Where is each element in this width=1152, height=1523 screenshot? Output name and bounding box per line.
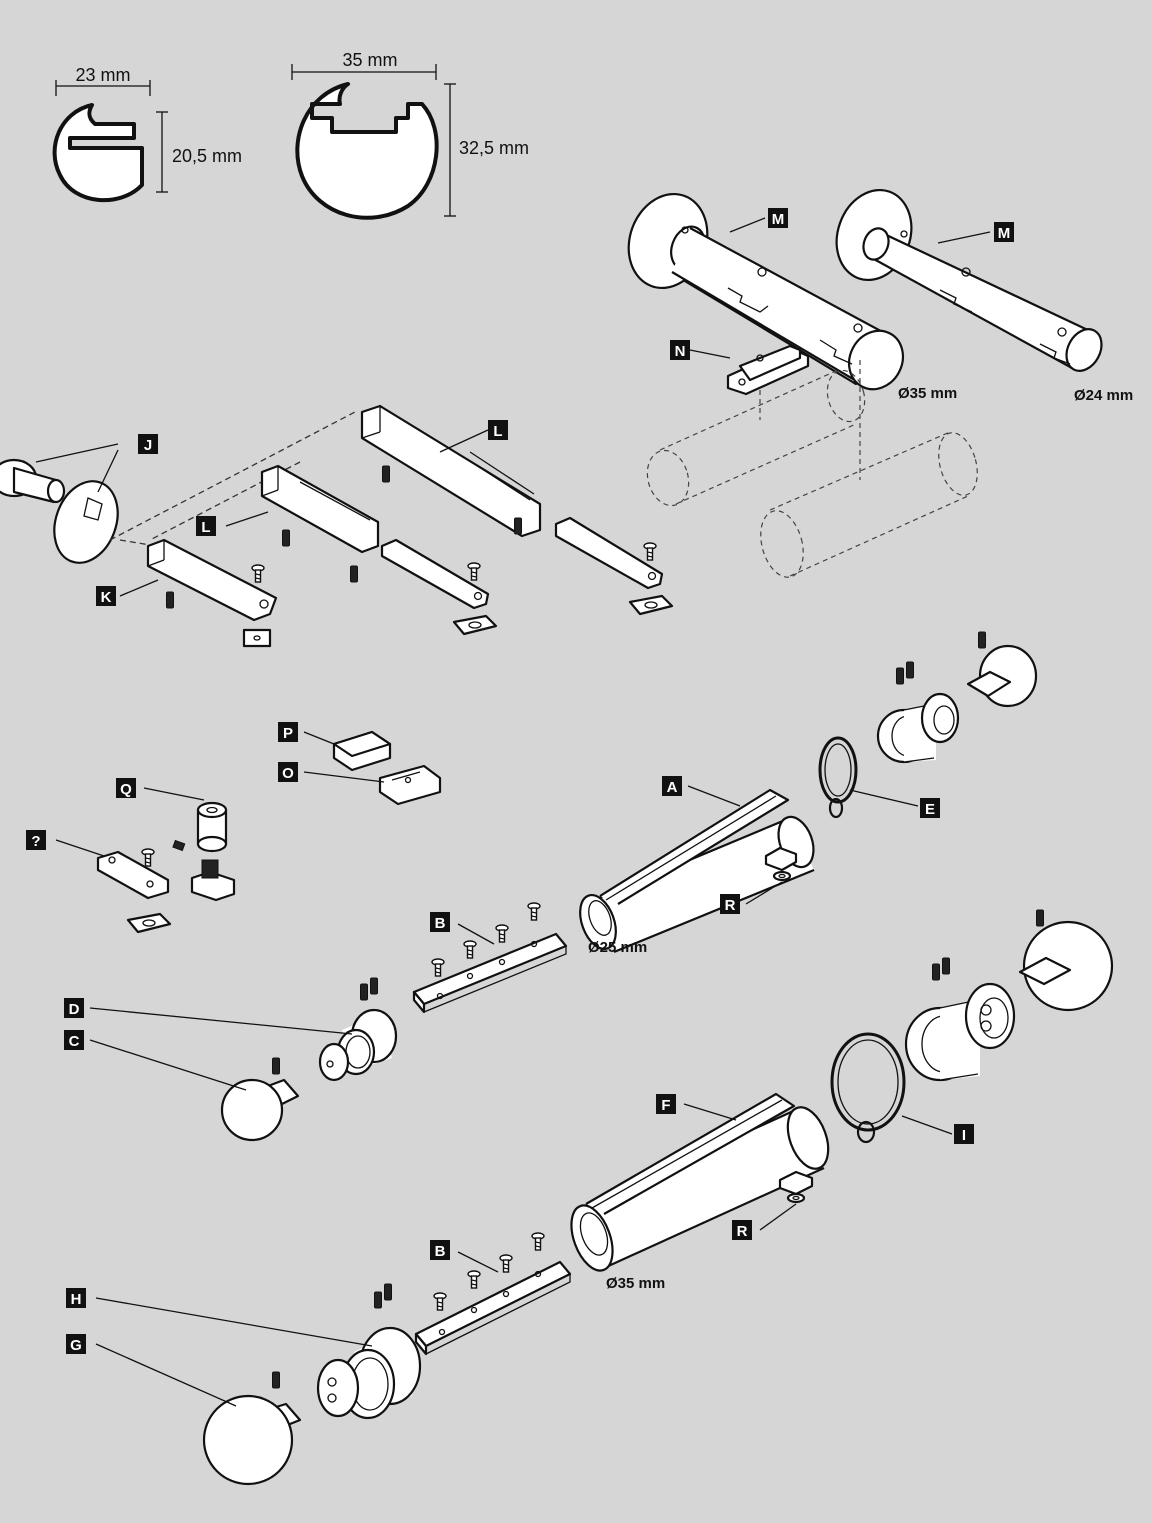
- svg-text:O: O: [282, 765, 294, 782]
- svg-text:G: G: [70, 1337, 82, 1354]
- part-unknown-plate: [55, 839, 172, 934]
- dashed-guide: [109, 411, 356, 546]
- label-r-2: R: [732, 1220, 752, 1240]
- large-profile-width: 35 mm: [342, 50, 397, 70]
- label-p: P: [278, 722, 298, 742]
- svg-text:R: R: [725, 897, 736, 914]
- svg-text:M: M: [998, 225, 1011, 242]
- svg-text:I: I: [962, 1127, 966, 1144]
- svg-text:R: R: [737, 1223, 748, 1240]
- rod-a-25: Ø25 mm: [579, 785, 815, 956]
- label-c: C: [64, 1030, 84, 1050]
- label-b-2: B: [430, 1240, 450, 1260]
- part-n-clip: [689, 344, 810, 396]
- svg-text:Q: Q: [120, 781, 132, 798]
- svg-text:J: J: [144, 437, 152, 454]
- part-j-endcap: [0, 443, 119, 564]
- svg-text:M: M: [772, 211, 785, 228]
- svg-text:F: F: [661, 1097, 670, 1114]
- part-c-finial: [89, 1039, 300, 1142]
- small-profile-width: 23 mm: [75, 65, 130, 85]
- rod-f-35: Ø35 mm: [570, 1092, 830, 1292]
- svg-text:L: L: [201, 519, 210, 536]
- label-k: K: [96, 586, 116, 606]
- label-r-1: R: [720, 894, 740, 914]
- part-r-top: [745, 846, 798, 905]
- part-b-bottom-rail: [414, 1232, 572, 1356]
- part-g-finial: [95, 1343, 302, 1486]
- label-n: N: [670, 340, 690, 360]
- label-g: G: [66, 1334, 86, 1354]
- svg-text:?: ?: [31, 833, 40, 850]
- svg-text:H: H: [71, 1291, 82, 1308]
- label-m-2: M: [994, 222, 1014, 242]
- part-r-bottom: [759, 1170, 814, 1231]
- finial-assembly-large: [904, 909, 1114, 1082]
- svg-text:L: L: [493, 423, 502, 440]
- label-l-1: L: [488, 420, 508, 440]
- part-d-collar: [89, 977, 398, 1082]
- large-profile-section: 35 mm 32,5 mm: [291, 50, 529, 220]
- label-q: Q: [116, 778, 136, 798]
- label-b-1: B: [430, 912, 450, 932]
- svg-text:B: B: [435, 915, 446, 932]
- part-l-long-rail: [360, 404, 542, 538]
- label-i: I: [954, 1124, 974, 1144]
- wall-bracket-24: Ø24 mm: [835, 188, 1133, 404]
- diameter-bracket-24: Ø24 mm: [1074, 387, 1133, 404]
- label-m-1: M: [768, 208, 788, 228]
- diameter-rod-35: Ø35 mm: [606, 1275, 665, 1292]
- part-p-cap: [303, 730, 392, 772]
- small-rail-1: [380, 538, 498, 636]
- label-j: J: [138, 434, 158, 454]
- svg-text:K: K: [101, 589, 112, 606]
- diameter-rod-25: Ø25 mm: [588, 939, 647, 956]
- label-h: H: [66, 1288, 86, 1308]
- part-e-ring: [818, 736, 919, 819]
- label-f: F: [656, 1094, 676, 1114]
- svg-text:E: E: [925, 801, 935, 818]
- label-d: D: [64, 998, 84, 1018]
- part-o-glider: [303, 764, 442, 806]
- svg-text:N: N: [675, 343, 686, 360]
- wall-bracket-35: Ø35 mm: [627, 192, 957, 402]
- part-h-collar: [95, 1283, 422, 1420]
- svg-text:C: C: [69, 1033, 80, 1050]
- small-rail-2: [554, 516, 674, 616]
- part-l-short-rail: [225, 464, 380, 583]
- svg-text:A: A: [667, 779, 678, 796]
- diameter-bracket-35: Ø35 mm: [898, 385, 957, 402]
- part-k-block: [119, 538, 278, 648]
- large-profile-height: 32,5 mm: [459, 138, 529, 158]
- label-a: A: [662, 776, 682, 796]
- part-q-connector: [143, 787, 236, 902]
- label-o: O: [278, 762, 298, 782]
- svg-text:D: D: [69, 1001, 80, 1018]
- finial-assembly-small: [876, 631, 1038, 764]
- part-i-ring: [830, 1032, 953, 1144]
- svg-text:B: B: [435, 1243, 446, 1260]
- small-profile-height: 20,5 mm: [172, 146, 242, 166]
- ghost-tubes: [646, 360, 978, 578]
- label-unknown: ?: [26, 830, 46, 850]
- label-l-2: L: [196, 516, 216, 536]
- label-e: E: [920, 798, 940, 818]
- small-profile-section: 23 mm 20,5 mm: [52, 65, 242, 203]
- svg-text:P: P: [283, 725, 293, 742]
- part-b-top-rail: [412, 902, 568, 1014]
